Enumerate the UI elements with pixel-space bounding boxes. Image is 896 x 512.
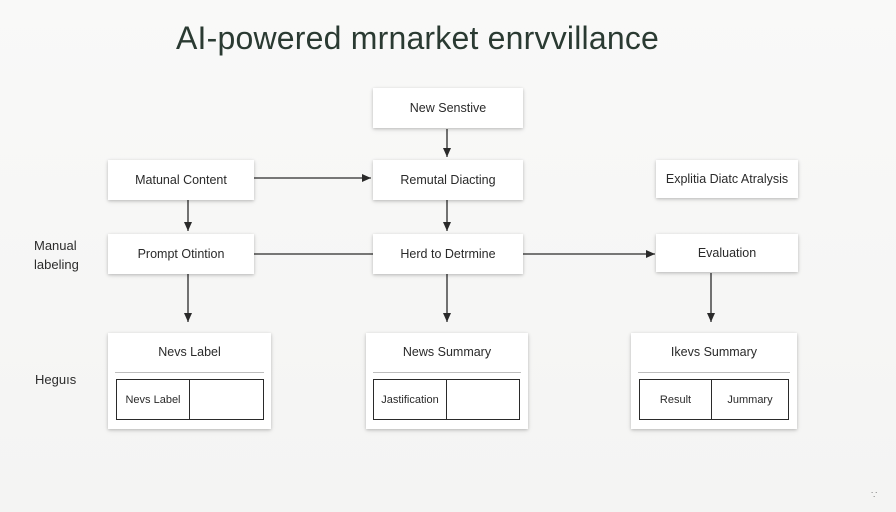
card-title: Nevs Label: [158, 345, 221, 359]
node-remutal-diacting: Remutal Diacting: [373, 160, 523, 200]
result-card-nevs-label: Nevs Label Nevs Label: [108, 333, 271, 429]
table-cell: [447, 380, 519, 419]
result-card-ikevs-summary: Ikevs Summary Result Jummary: [631, 333, 797, 429]
card-divider: [115, 372, 264, 373]
node-hard-to-determine: Herd to Detrmine: [373, 234, 523, 274]
node-new-sensitive: New Senstive: [373, 88, 523, 128]
side-label-results: Heguıs: [35, 372, 77, 387]
corner-watermark: ∵: [871, 490, 878, 501]
table-cell: Jummary: [727, 393, 773, 406]
card-divider: [373, 372, 521, 373]
result-card-news-summary: News Summary Jastification: [366, 333, 528, 429]
table-cell: Nevs Label: [117, 380, 190, 419]
node-evaluation: Evaluation: [656, 234, 798, 272]
card-table: Nevs Label: [116, 379, 264, 420]
table-cell: Result: [640, 380, 712, 419]
node-manual-content: Matunal Content: [108, 160, 254, 200]
node-explicit-data-analysis: Explitia Diatc Atralysis: [656, 160, 798, 198]
side-label-manual-labeling: Manual labeling: [34, 238, 79, 272]
node-prompt-otintion: Prompt Otintion: [108, 234, 254, 274]
card-table: Jastification: [373, 379, 520, 420]
card-title: Ikevs Summary: [670, 345, 758, 359]
diagram-title: AI-powered mrnarket enrvvillance: [176, 20, 660, 56]
table-cell: [190, 380, 263, 419]
card-table: Result Jummary: [639, 379, 789, 420]
card-divider: [638, 372, 790, 373]
card-title: News Summary: [402, 345, 492, 359]
table-cell: Jastification: [374, 380, 447, 419]
